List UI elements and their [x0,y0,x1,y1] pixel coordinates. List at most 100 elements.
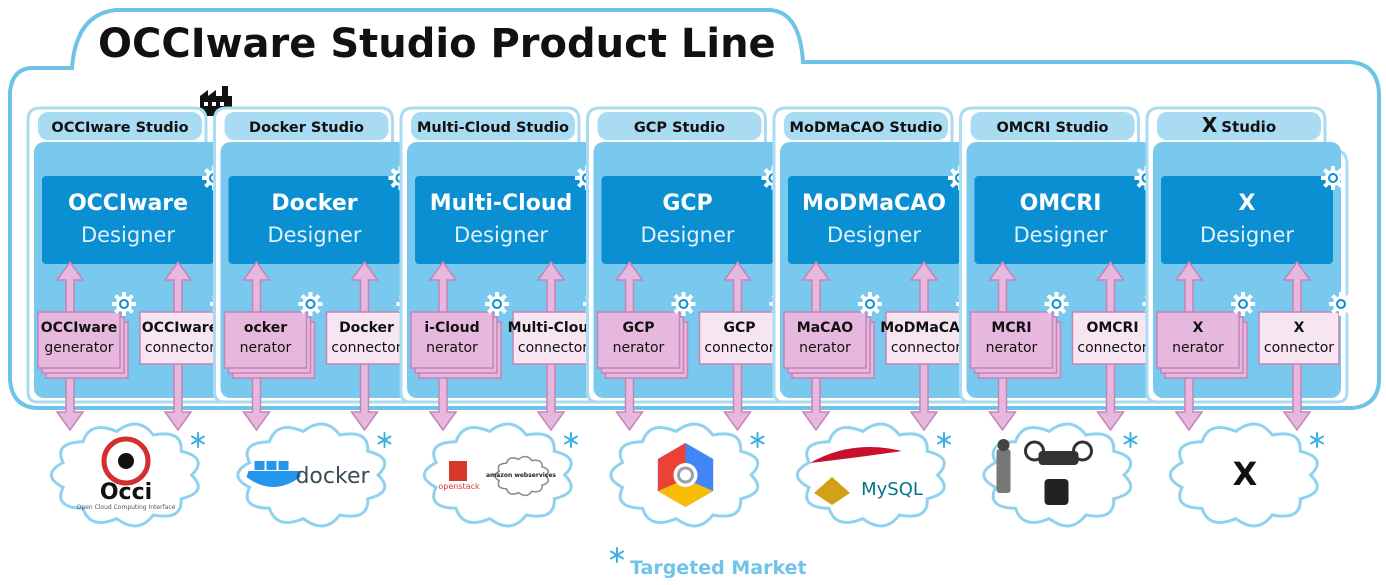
generator-label: nerator [426,340,478,356]
studio-tab [1157,112,1321,140]
gear-icon [1320,165,1346,191]
occi-ring [101,436,151,486]
container-block [278,461,289,470]
gear-icon [1230,291,1256,317]
studio-column-4: MoDMaCAO StudioMoDMaCAODesignerMaCAOnera… [772,106,981,528]
designer-label: Designer [827,223,921,247]
apache-feather [810,447,902,463]
gcp-yellow [657,479,714,507]
designer-box [42,176,214,264]
connector-box [325,311,408,365]
snowflake-icon [750,432,765,448]
designer-name: OMCRI [1020,191,1102,216]
designer-label: Designer [81,223,175,247]
whale-body [246,471,301,487]
snowflake-icon [191,432,205,448]
container-block [266,461,277,470]
outer-container [8,8,1381,410]
designer-label: Designer [640,223,734,247]
connector-box [1258,311,1340,365]
market-cloud [982,422,1133,528]
generator-name: OCCIware [41,320,117,336]
market-subtext: amazon webservices [486,472,556,479]
studio-tab-label: Multi-Cloud Studio [417,120,569,136]
generator-card [37,311,121,369]
generator-name: ocker [244,320,287,336]
targeted-market-label: Targeted Market [630,557,807,579]
connector-name: OCCIware [142,320,218,336]
openstack-mark [449,461,467,481]
generator-name: MCRI [991,320,1031,336]
designer-box [228,176,401,264]
designer-name: Docker [271,191,357,216]
connector-label: connector [1077,340,1147,356]
designer-box [974,176,1147,264]
connector-name: MoDMaCAO [880,320,972,336]
generator-label: generator [44,340,113,356]
drone-rotor [1024,440,1045,462]
studio-tab [411,112,575,140]
studio-column-2: Multi-Cloud StudioMulti-CloudDesigneri-C… [399,106,608,528]
generator-card [783,311,867,369]
connector-label: connector [1264,340,1334,356]
drone-rotor [1072,440,1093,462]
generator-name: GCP [622,320,654,336]
tomcat-cat [814,477,850,505]
generator-card [1156,311,1240,369]
generator-label: nerator [1172,340,1224,356]
studio-column-1: Docker StudioDockerDesignerockerneratorD… [213,106,422,528]
snowflake-icon [1310,432,1324,448]
robot-turtlebot [1044,479,1069,505]
studio-column-5: OMCRI StudioOMCRIDesignerMCRIneratorOMCR… [959,106,1168,528]
gear-icon [857,291,883,317]
gear-icon [670,291,697,317]
gear-icon [297,291,324,317]
studio-tab-label: Docker Studio [249,120,364,136]
market-text: MySQL [861,479,923,500]
connector-label: connector [891,340,961,356]
docker-logo-icon: docker [246,461,370,489]
market-cloud [236,422,387,528]
studio-tab-prefix: X [1202,113,1218,137]
market-text: Occi [100,480,152,505]
designer-name: OCCIware [68,191,188,216]
targeted-market-icon [610,547,624,563]
designer-name: X [1239,191,1256,216]
connector-name: Docker [339,320,394,336]
page-title: OCCIware Studio Product Line [98,21,776,67]
robot-head [997,439,1010,451]
connector-box [512,311,594,365]
studio-tab-label: GCP Studio [634,120,725,136]
designer-box [788,176,960,264]
generator-label: nerator [613,340,665,356]
gcp-center-ring [677,466,694,484]
studio-tab [224,112,389,140]
designer-name: Multi-Cloud [430,191,573,216]
generator-name: MaCAO [797,320,853,336]
market-cloud [49,422,200,528]
studio-tab-suffix: Studio [1221,118,1276,136]
designer-label: Designer [1200,223,1294,247]
container-block [254,461,265,470]
snowflake-icon [1123,432,1138,448]
generator-label: nerator [799,340,851,356]
studio-column-3: GCP StudioGCPDesignerGCPneratorGCPconnec… [586,106,795,528]
generator-name: X [1193,320,1204,336]
snowflake-icon [377,432,392,448]
connector-label: connector [145,340,215,356]
generator-label: nerator [240,340,292,356]
robot-humanoid [996,449,1011,493]
studio-tab-label: OCCIware Studio [51,120,188,136]
designer-box [415,176,587,264]
designer-label: Designer [454,223,548,247]
connector-name: Multi-Cloud [508,320,599,336]
gear-icon [484,291,510,317]
occi-core [118,453,134,469]
designer-name: GCP [662,191,712,216]
generator-label: nerator [986,340,1038,356]
gear-icon [1328,291,1354,317]
